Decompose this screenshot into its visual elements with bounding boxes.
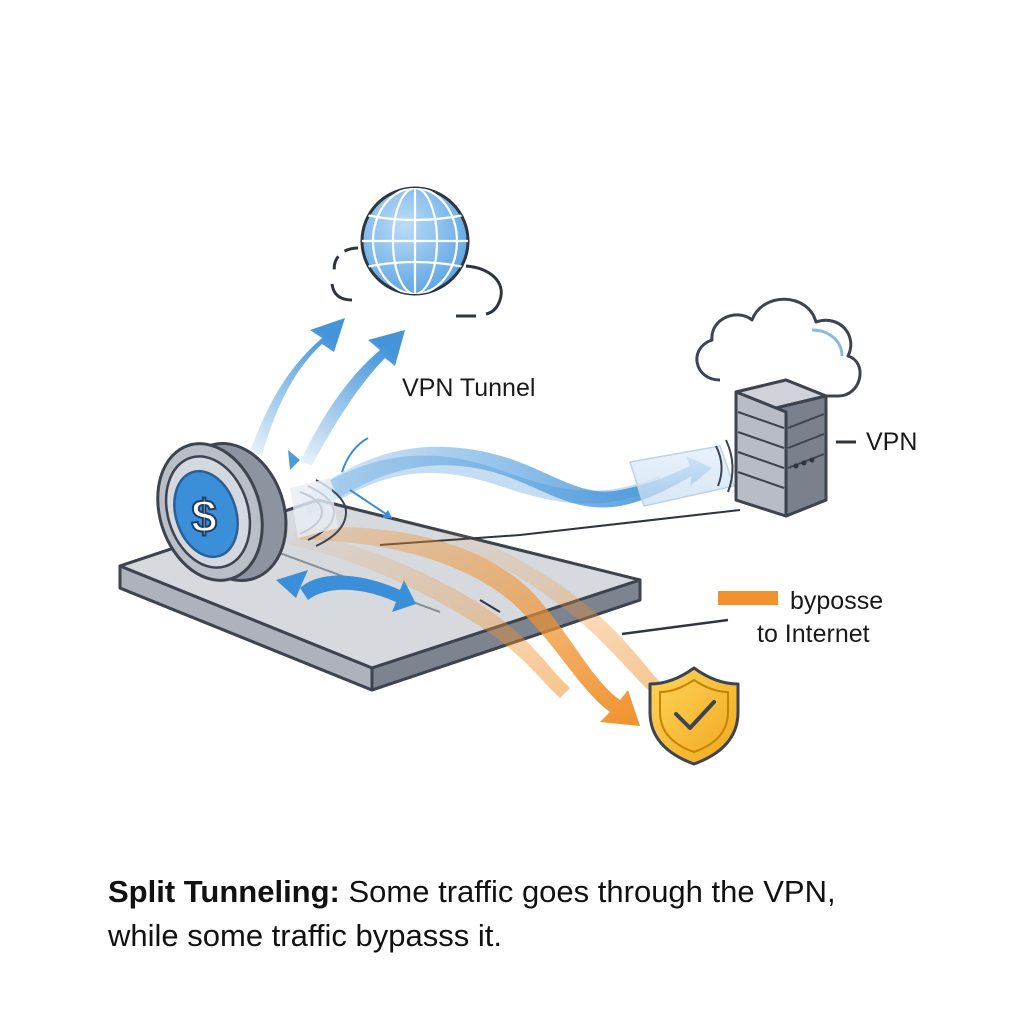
cloud-icon xyxy=(695,297,862,398)
caption-line1: Some traffic goes through the VPN, xyxy=(339,874,836,909)
bypass-label-line1: byposse xyxy=(790,587,884,615)
caption-title: Split Tunneling: xyxy=(108,874,340,909)
vpn-tunnel-label: VPN Tunnel xyxy=(402,374,536,402)
local-flow-arrow xyxy=(276,570,416,612)
caption-line2: while some traffic bypasss it. xyxy=(108,918,502,953)
vpn-tunnel-flow xyxy=(300,435,745,519)
shield-check-icon xyxy=(648,666,740,766)
bypass-legend xyxy=(621,591,778,636)
dollar-symbol: $ xyxy=(191,490,217,542)
caption: Split Tunneling: Some traffic goes throu… xyxy=(108,870,968,958)
bypass-label-line2: to Internet xyxy=(757,620,870,648)
vpn-flow-to-globe xyxy=(250,318,405,470)
bypass-flow xyxy=(290,526,668,726)
dollar-coin-icon: $ xyxy=(156,442,348,582)
vpn-server-label: VPN xyxy=(866,428,918,456)
server-icon xyxy=(734,378,856,518)
globe-icon xyxy=(330,186,503,318)
